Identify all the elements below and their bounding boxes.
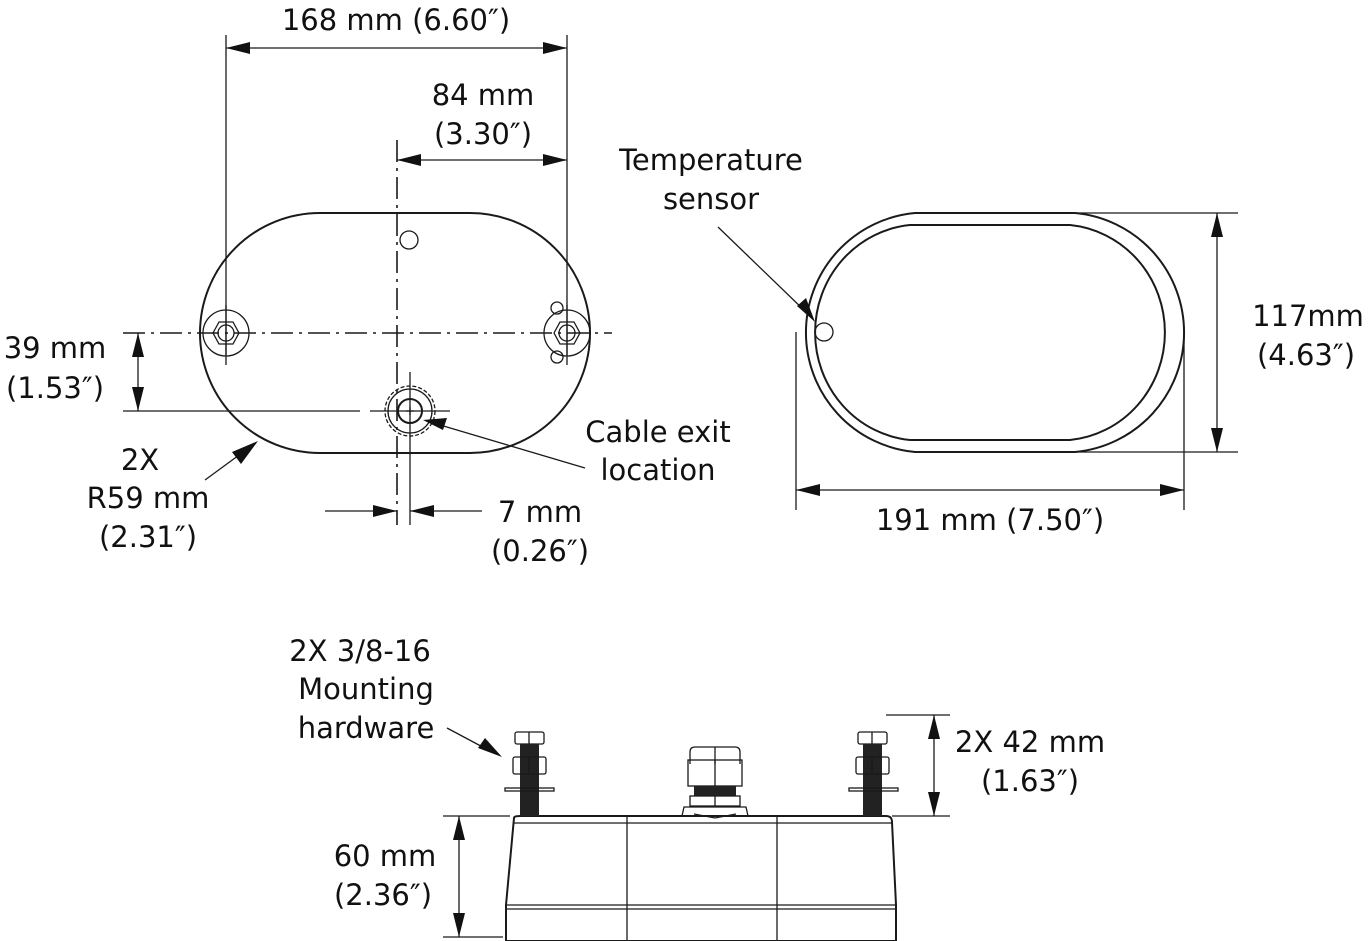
hardware-label: hardware [298,711,435,745]
cable-exit-leader [429,421,586,469]
arrow-down-icon [453,913,465,937]
right-bolt [543,301,591,365]
dim-7-inch-label: (0.26″) [491,534,589,568]
arrow-right-icon [373,505,397,517]
arrow-right-icon [1160,484,1184,496]
radius-inch-label: (2.31″) [99,520,197,554]
arrow-icon [478,738,502,757]
bottom-view: Temperature sensor 117mm (4.63″) 191 mm … [618,143,1364,537]
cable-gland [370,372,450,525]
radius-count-label: 2X [121,443,159,477]
body-outline [505,815,897,941]
arrow-down-icon [132,387,144,411]
side-view: 2X 3/8-16 Mounting hardware 2X 42 mm (1.… [289,634,1105,941]
arrow-icon [797,298,815,322]
left-mounting-bolt [504,731,555,816]
arrow-up-icon [132,333,144,357]
top-view: 168 mm (6.60″) 84 mm (3.30″) [4,3,731,568]
arrow-icon [423,418,447,430]
dim-84-label: 84 mm [432,78,535,112]
temperature-sensor-hole [814,322,834,342]
arrow-down-icon [928,792,940,816]
arrow-up-icon [453,816,465,840]
dim-191-label: 191 mm (7.50″) [876,503,1104,537]
right-mounting-bolt [848,731,899,816]
cable-gland-side [681,746,749,819]
arrow-right-icon [543,154,567,166]
dim-42-label: 2X 42 mm [955,725,1105,759]
hardware-mounting-label: Mounting [298,672,434,706]
dim-60-inch-label: (2.36″) [334,878,432,912]
arrow-left-icon [397,154,421,166]
top-hole [399,230,419,250]
dim-60-label: 60 mm [334,839,437,873]
arrow-up-icon [1211,213,1223,237]
arrow-left-icon [796,484,820,496]
dim-84-inch-label: (3.30″) [434,117,532,151]
left-bolt [202,305,250,365]
sensor-label: sensor [663,182,759,216]
arrow-left-icon [410,505,434,517]
dim-7-label: 7 mm [498,495,582,529]
dim-39-label: 39 mm [4,331,107,365]
arrow-right-icon [543,42,567,54]
arrow-icon [232,441,258,464]
cable-exit-label: Cable exit [585,415,730,449]
arrow-up-icon [928,715,940,739]
arrow-left-icon [226,42,250,54]
dim-117-label: 117mm [1252,299,1364,333]
dim-42-inch-label: (1.63″) [981,764,1079,798]
dim-168-label: 168 mm (6.60″) [282,3,510,37]
cable-exit-label-2: location [600,453,715,487]
dim-117-inch-label: (4.63″) [1257,338,1355,372]
hardware-spec-label: 2X 3/8-16 [289,634,431,668]
sensor-leader [717,226,808,314]
temperature-label: Temperature [618,143,803,177]
arrow-down-icon [1211,428,1223,452]
radius-label: R59 mm [87,481,210,515]
dim-39-inch-label: (1.53″) [6,371,104,405]
inner-outline [814,224,1166,441]
top-view-outline [199,212,591,454]
